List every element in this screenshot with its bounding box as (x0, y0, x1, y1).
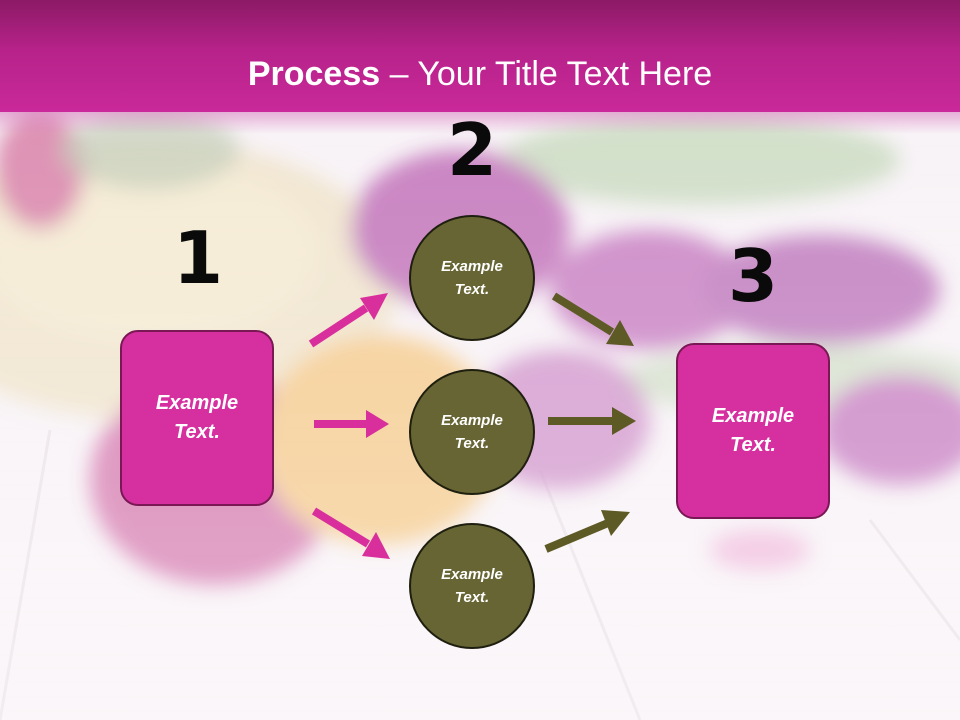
step-2-circle-2-text: Example Text. (441, 412, 503, 452)
step-2-circle-3: Example Text. (409, 523, 535, 649)
arrow-box1-to-circle3 (311, 507, 390, 559)
arrow-circle1-to-box3 (551, 292, 634, 346)
arrow-circle3-to-box3 (544, 510, 630, 553)
arrow-box1-to-circle1 (308, 293, 388, 348)
step-2-circle-1: Example Text. (409, 215, 535, 341)
step-2-circle-2: Example Text. (409, 369, 535, 495)
step-2-circle-1-text: Example Text. (441, 258, 503, 298)
title-rest: – Your Title Text Here (380, 55, 713, 93)
step-3-text: Example Text. (711, 405, 795, 456)
step-number-3: 3 (727, 234, 779, 318)
step-3-box: Example Text. (676, 343, 830, 519)
arrow-circle2-to-box3 (548, 407, 636, 435)
title-bold: Process (247, 55, 381, 93)
step-number-2: 2 (446, 108, 498, 192)
arrow-box1-to-circle2 (314, 410, 389, 438)
step-1-text: Example Text. (155, 392, 239, 443)
title-bar-fade (0, 112, 960, 134)
slide-title: Process – Your Title Text Here (0, 52, 960, 96)
title-bar (0, 0, 960, 112)
step-1-box: Example Text. (120, 330, 274, 506)
step-number-1: 1 (172, 216, 224, 300)
step-2-circle-3-text: Example Text. (441, 566, 503, 606)
